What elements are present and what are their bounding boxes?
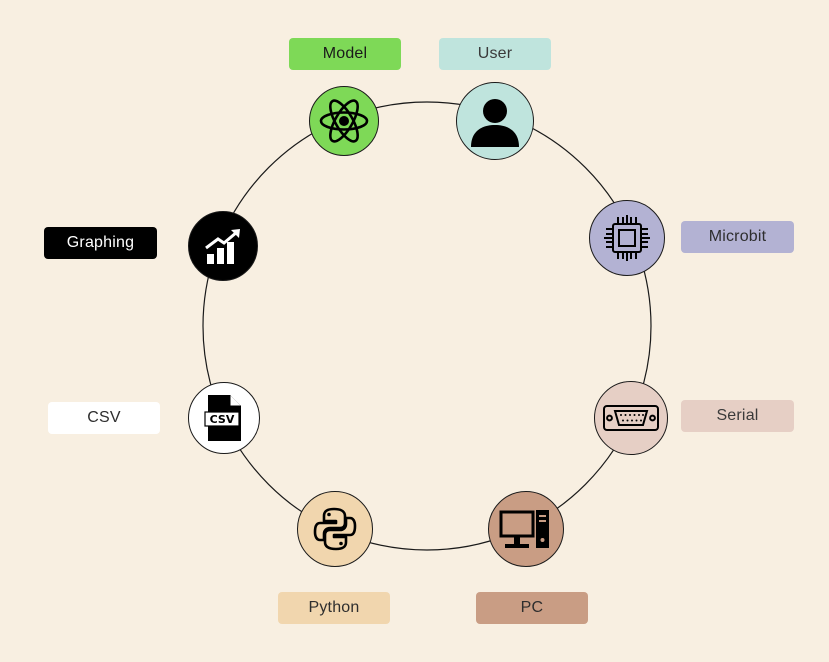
graphing-label: Graphing: [44, 227, 157, 259]
serial-port-icon: [603, 405, 659, 431]
desktop-computer-icon: [499, 510, 549, 548]
growth-chart-icon: [205, 229, 240, 264]
user-label: User: [439, 38, 551, 70]
microbit-node: [589, 200, 665, 276]
graphing-node: [188, 211, 258, 281]
pc-node: [488, 491, 564, 567]
model-node: [309, 86, 379, 156]
user-icon: [471, 99, 519, 147]
svg-text:CSV: CSV: [210, 413, 235, 426]
user-node: [456, 82, 534, 160]
python-logo-icon: [313, 507, 357, 551]
python-label: Python: [278, 592, 390, 624]
python-node: [297, 491, 373, 567]
microbit-label: Microbit: [681, 221, 794, 253]
serial-node: [594, 381, 668, 455]
serial-label: Serial: [681, 400, 794, 432]
csv-label: CSV: [48, 402, 160, 434]
csv-file-icon: CSV: [204, 395, 241, 441]
pc-label: PC: [476, 592, 588, 624]
csv-node: CSV: [188, 382, 260, 454]
atom-icon: [319, 99, 369, 143]
microchip-icon: [604, 215, 650, 261]
model-label: Model: [289, 38, 401, 70]
